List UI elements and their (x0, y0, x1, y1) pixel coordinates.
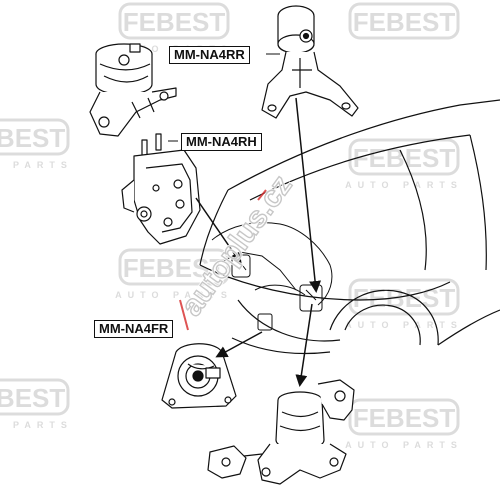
watermark-logo: FEBEST AUTO PARTS (115, 248, 233, 300)
svg-text:FEBEST: FEBEST (123, 253, 226, 283)
car-body-outline (199, 99, 500, 355)
arrow-bracket (195, 197, 242, 265)
engine-bay-outline (211, 222, 333, 331)
svg-text:FEBEST: FEBEST (353, 403, 456, 433)
watermark-logo: FEBEST AUTO PARTS (345, 138, 463, 190)
right-mount-drawing (89, 43, 177, 137)
part-label-rear-mount: MM-NA4RR (169, 46, 250, 64)
svg-text:AUTO PARTS: AUTO PARTS (345, 180, 463, 190)
svg-text:AUTO PARTS: AUTO PARTS (345, 320, 463, 330)
label-leaders (168, 53, 280, 142)
svg-text:AUTO PARTS: AUTO PARTS (115, 290, 233, 300)
lower-mount-drawing (207, 379, 355, 485)
watermark-logo: FEBEST AUTO PARTS (345, 278, 463, 330)
watermark-logo: FEBEST AUTO PARTS (0, 378, 73, 430)
rear-mount-drawing (261, 5, 359, 119)
watermark-logo: FEBEST (348, 2, 460, 40)
svg-text:FEBEST: FEBEST (123, 7, 226, 37)
part-label-front-mount: MM-NA4FR (94, 320, 174, 338)
engine-bracket-drawing (121, 133, 201, 245)
svg-text:FEBEST: FEBEST (0, 123, 65, 153)
watermark-logo: FEBEST AUTO PARTS (345, 398, 463, 450)
part-label-right-mount: MM-NA4RH (181, 133, 262, 151)
arrow-rear-mount (295, 97, 322, 293)
arrow-lower-mount (295, 303, 313, 387)
svg-text:FEBEST: FEBEST (0, 383, 65, 413)
svg-text:AUTO PARTS: AUTO PARTS (0, 420, 73, 430)
front-mount-drawing (161, 343, 237, 409)
watermark-logo: FEBEST AUTO PARTS (0, 118, 73, 170)
arrow-front-mount (215, 331, 263, 358)
svg-text:FEBEST: FEBEST (353, 283, 456, 313)
leader-lines (195, 97, 322, 387)
svg-text:AUTO PARTS: AUTO PARTS (0, 160, 73, 170)
svg-text:FEBEST: FEBEST (353, 7, 456, 37)
svg-text:AUTO PARTS: AUTO PARTS (345, 440, 463, 450)
